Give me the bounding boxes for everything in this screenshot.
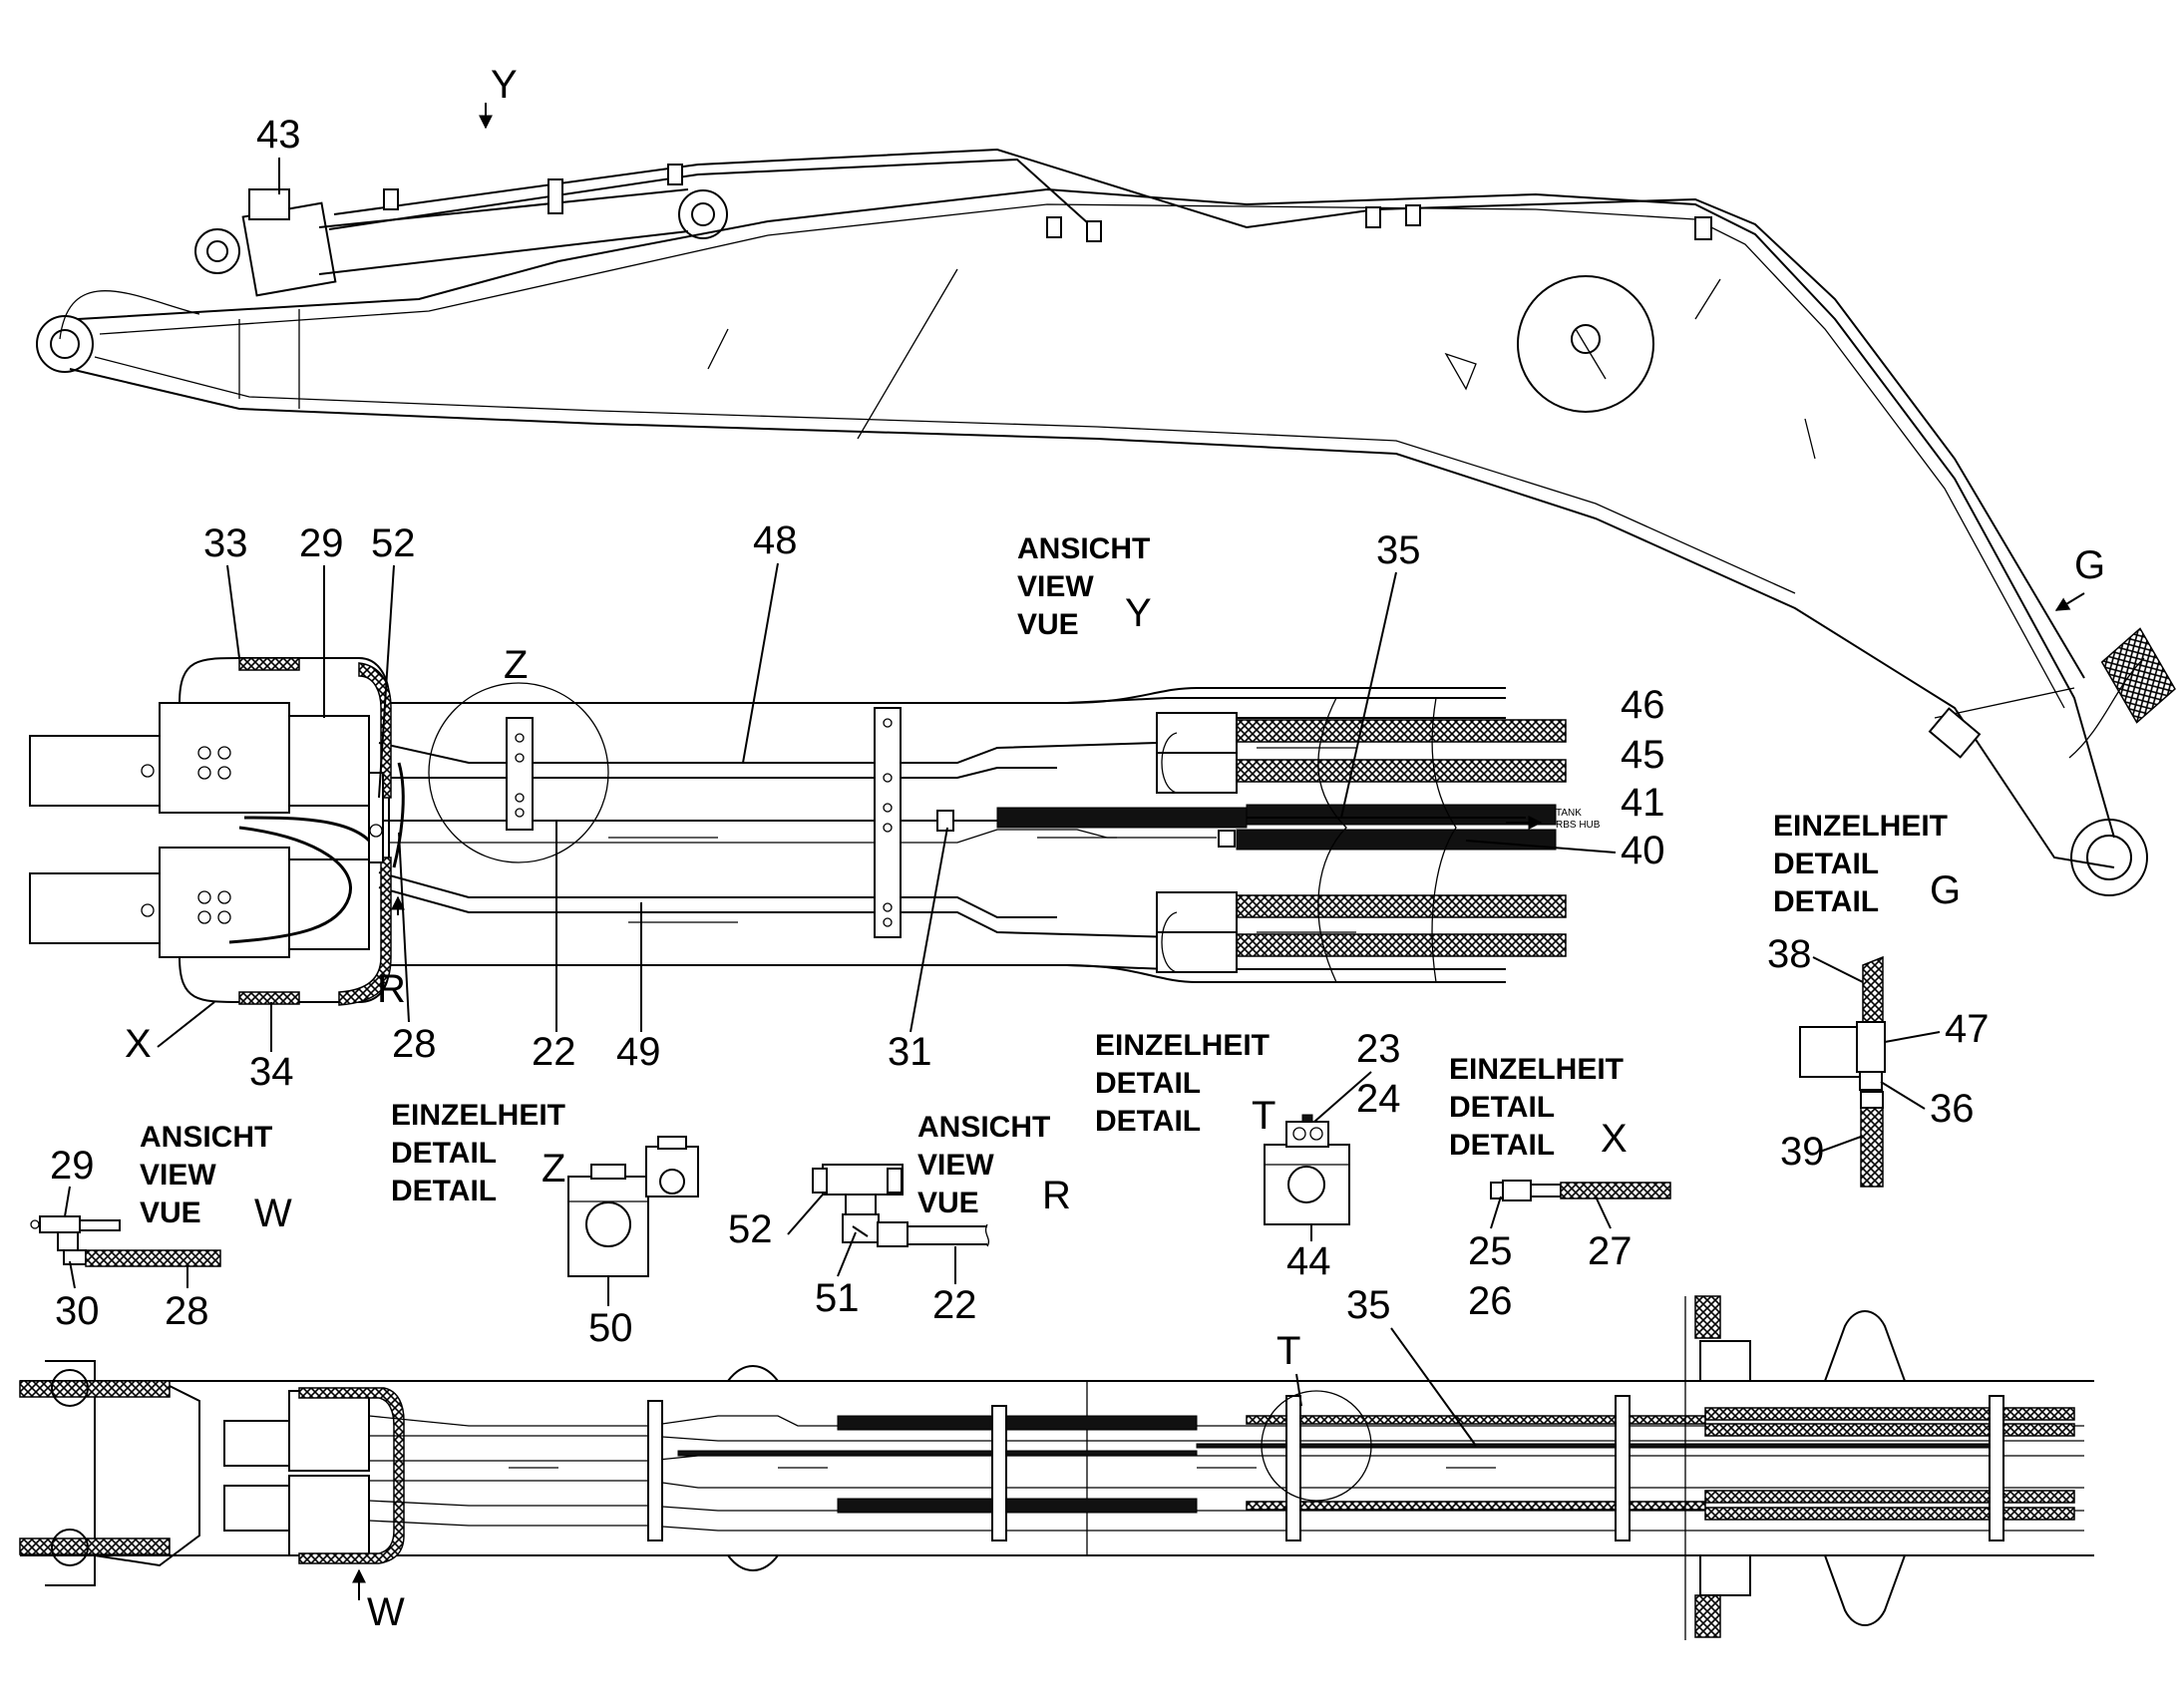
label-43: 43 [256, 113, 301, 157]
label-47: 47 [1945, 1007, 1990, 1051]
detail-t-heading-3: DETAIL [1095, 1105, 1201, 1138]
detail-z-letter: Z [542, 1147, 565, 1191]
label-26: 26 [1468, 1279, 1513, 1323]
label-24: 24 [1356, 1077, 1401, 1121]
label-x-main: X [125, 1022, 152, 1066]
detail-g-heading-1: EINZELHEIT [1773, 810, 1948, 843]
label-29: 29 [299, 521, 344, 565]
r-label-22: 22 [932, 1283, 977, 1327]
label-36: 36 [1930, 1087, 1975, 1131]
view-y-heading-2: VIEW [1017, 570, 1094, 603]
label-22: 22 [532, 1030, 576, 1074]
r-label-51: 51 [815, 1276, 860, 1320]
label-27: 27 [1588, 1229, 1633, 1273]
w-label-28: 28 [165, 1289, 209, 1333]
boom-side-view [36, 148, 2176, 896]
detail-z-heading-3: DETAIL [391, 1175, 497, 1207]
label-31: 31 [888, 1030, 932, 1074]
label-35: 35 [1376, 528, 1421, 572]
view-w-heading-2: VIEW [140, 1159, 216, 1192]
label-39: 39 [1780, 1130, 1825, 1174]
label-33: 33 [203, 521, 248, 565]
label-g-marker: G [2074, 543, 2105, 587]
label-34: 34 [249, 1050, 294, 1094]
detail-x-letter: X [1601, 1117, 1628, 1161]
detail-z-heading-1: EINZELHEIT [391, 1099, 565, 1132]
label-38: 38 [1767, 932, 1812, 976]
label-25: 25 [1468, 1229, 1513, 1273]
detail-g-heading-2: DETAIL [1773, 848, 1879, 880]
label-r-main: R [377, 967, 406, 1011]
label-41: 41 [1621, 781, 1665, 825]
label-52: 52 [371, 521, 416, 565]
label-48: 48 [753, 518, 798, 562]
label-44: 44 [1286, 1239, 1331, 1283]
bottom-label-t: T [1276, 1329, 1300, 1373]
view-w-heading-1: ANSICHT [140, 1121, 272, 1154]
view-r-heading-1: ANSICHT [917, 1111, 1050, 1144]
view-y-letter: Y [1125, 591, 1152, 635]
view-w-heading-3: VUE [140, 1196, 201, 1229]
w-label-29: 29 [50, 1144, 95, 1188]
detail-x-heading-1: EINZELHEIT [1449, 1053, 1624, 1086]
detail-x-sketch [1490, 1180, 1671, 1201]
detail-g-sketch [1799, 955, 1886, 1188]
label-23: 23 [1356, 1027, 1401, 1071]
detail-z-heading-2: DETAIL [391, 1137, 497, 1170]
label-z-circle: Z [504, 643, 528, 687]
detail-t-heading-1: EINZELHEIT [1095, 1029, 1270, 1062]
detail-t-heading-2: DETAIL [1095, 1067, 1201, 1100]
view-r-heading-3: VUE [917, 1187, 979, 1219]
bottom-label-w: W [367, 1590, 405, 1634]
view-r-sketch [812, 1164, 990, 1247]
detail-z-sketch [567, 1136, 699, 1277]
tank-label-2: RBS HUB [1556, 820, 1601, 831]
r-label-52: 52 [728, 1207, 773, 1251]
label-46: 46 [1621, 683, 1665, 727]
detail-x-heading-2: DETAIL [1449, 1091, 1555, 1124]
bottom-label-35: 35 [1346, 1283, 1391, 1327]
label-49: 49 [616, 1030, 661, 1074]
label-28: 28 [392, 1022, 437, 1066]
label-view-y-marker: Y [491, 63, 518, 107]
label-40: 40 [1621, 829, 1665, 872]
detail-t-sketch [1264, 1114, 1350, 1225]
detail-g-letter: G [1930, 868, 1961, 912]
boom-bottom-view [19, 1295, 2094, 1640]
tank-label-1: TANK [1556, 808, 1582, 819]
label-50: 50 [588, 1306, 633, 1350]
view-w-letter: W [254, 1192, 292, 1235]
w-label-30: 30 [55, 1289, 100, 1333]
view-y-heading-1: ANSICHT [1017, 532, 1150, 565]
detail-x-heading-3: DETAIL [1449, 1129, 1555, 1162]
label-45: 45 [1621, 733, 1665, 777]
view-y-plan [29, 657, 1567, 1006]
view-r-heading-2: VIEW [917, 1149, 994, 1182]
view-y-heading-3: VUE [1017, 608, 1079, 641]
detail-t-letter: T [1252, 1094, 1275, 1138]
view-w-sketch [30, 1215, 221, 1267]
detail-g-heading-3: DETAIL [1773, 885, 1879, 918]
view-r-letter: R [1042, 1174, 1071, 1217]
